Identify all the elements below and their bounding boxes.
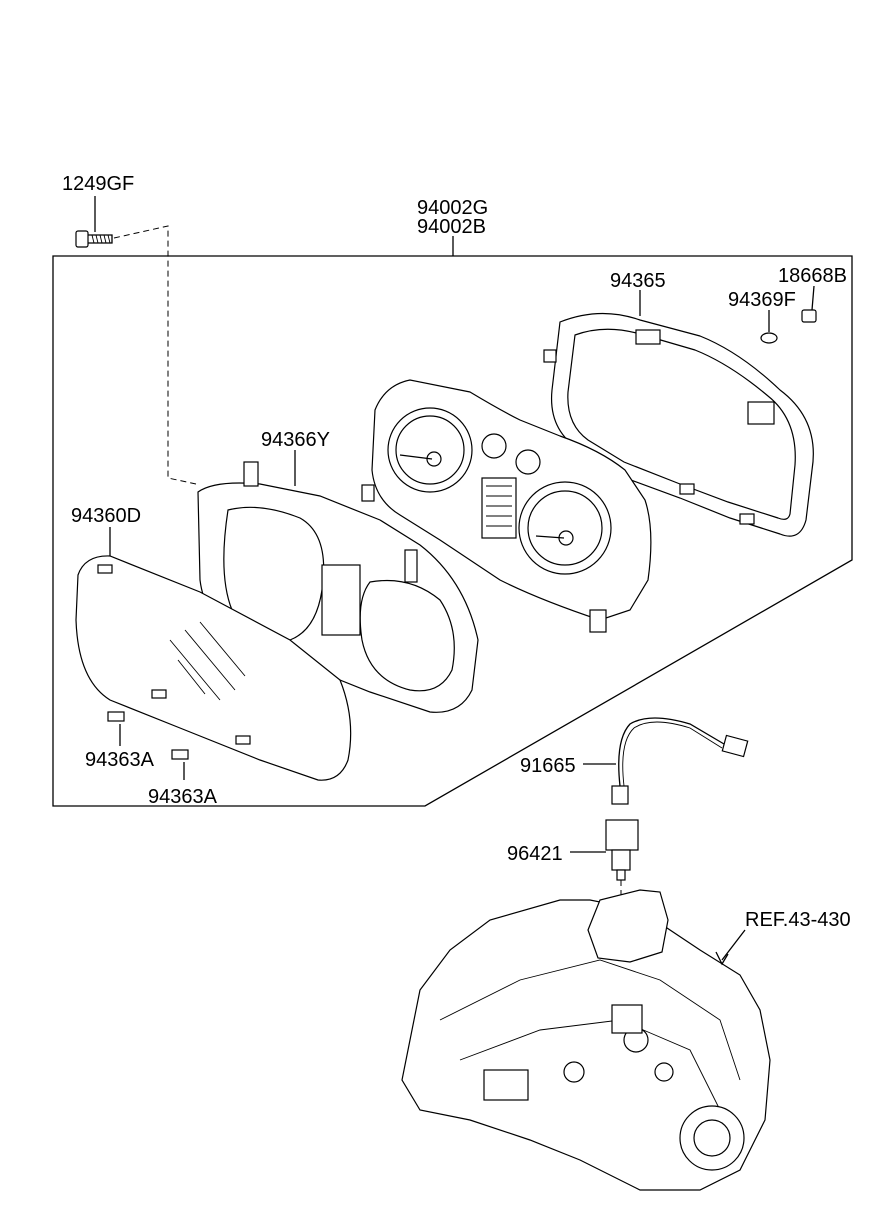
screw-1249gf: [75, 196, 197, 485]
label-94363a-1: 94363A: [85, 749, 155, 771]
glass-94360d: [75, 527, 352, 781]
gauge-cluster: [361, 379, 652, 633]
transmission: [401, 889, 771, 1191]
label-94360d: 94360D: [71, 505, 141, 527]
harness-91665: [583, 717, 749, 805]
label-1249gf: 1249GF: [62, 173, 134, 195]
label-ref-43-430: REF.43-430: [745, 909, 851, 931]
part-18668b: [801, 285, 817, 323]
pad-94363a-2: [171, 749, 189, 780]
label-94363a-2: 94363A: [148, 786, 218, 808]
sensor-96421: [570, 819, 639, 940]
label-91665: 91665: [520, 755, 576, 777]
assembly-boundary: [52, 255, 853, 807]
pad-94363a-1: [107, 711, 125, 746]
label-18668b: 18668B: [778, 265, 847, 287]
label-94366y: 94366Y: [261, 429, 330, 451]
part-94369f: [760, 310, 778, 344]
label-94365: 94365: [610, 270, 666, 292]
label-94002b: 94002B: [417, 216, 486, 238]
mask-94366y: [197, 450, 479, 713]
label-94369f: 94369F: [728, 289, 796, 311]
label-94002g: 94002G: [417, 197, 488, 219]
label-96421: 96421: [507, 843, 563, 865]
